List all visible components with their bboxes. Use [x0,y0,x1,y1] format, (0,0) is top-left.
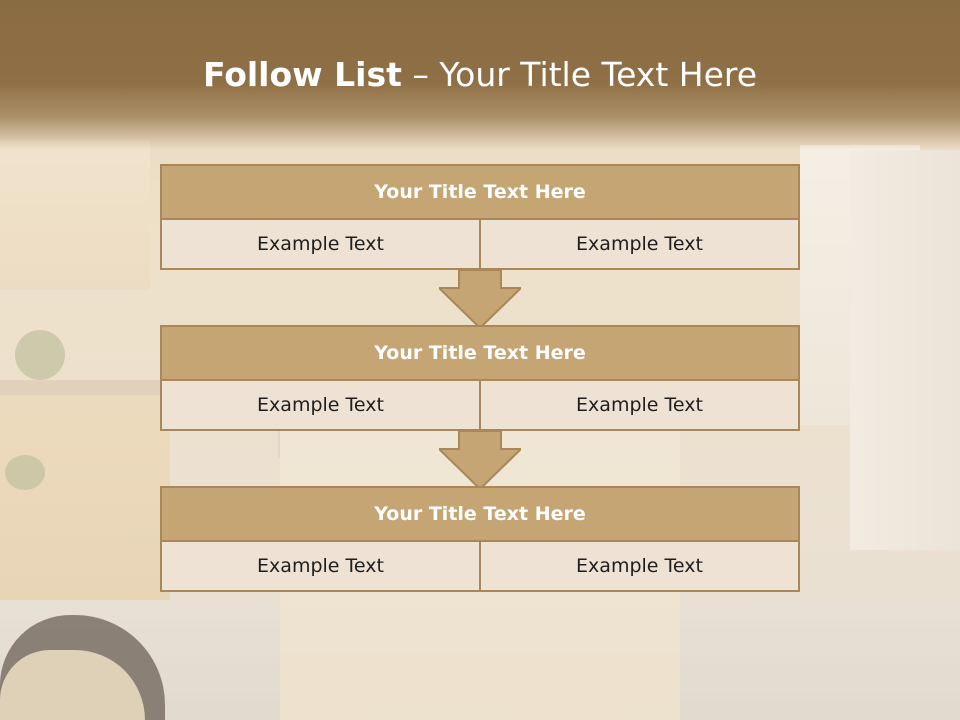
plant-decoration [5,455,45,490]
block-cell-right[interactable]: Example Text [481,220,800,270]
block-cell-left[interactable]: Example Text [160,381,481,431]
slide-title[interactable]: Follow List – Your Title Text Here [0,55,960,94]
block-row: Example Text Example Text [160,542,800,592]
block-cell-left[interactable]: Example Text [160,542,481,592]
upper-cabinet [0,140,150,290]
list-block-1[interactable]: Your Title Text Here Example Text Exampl… [160,164,800,270]
block-cell-right[interactable]: Example Text [481,542,800,592]
block-title[interactable]: Your Title Text Here [160,325,800,381]
block-cell-right[interactable]: Example Text [481,381,800,431]
slide-title-rest: – Your Title Text Here [401,55,758,94]
down-arrow-icon [439,270,521,330]
block-row: Example Text Example Text [160,381,800,431]
block-title[interactable]: Your Title Text Here [160,164,800,220]
block-cell-left[interactable]: Example Text [160,220,481,270]
list-block-3[interactable]: Your Title Text Here Example Text Exampl… [160,486,800,592]
block-row: Example Text Example Text [160,220,800,270]
refrigerator [850,150,960,550]
block-title[interactable]: Your Title Text Here [160,486,800,542]
title-band [0,0,960,150]
down-arrow-icon [439,431,521,491]
slide-title-bold: Follow List [202,55,402,94]
plant-decoration [15,330,65,380]
lower-cabinet [0,395,170,625]
list-block-2[interactable]: Your Title Text Here Example Text Exampl… [160,325,800,431]
